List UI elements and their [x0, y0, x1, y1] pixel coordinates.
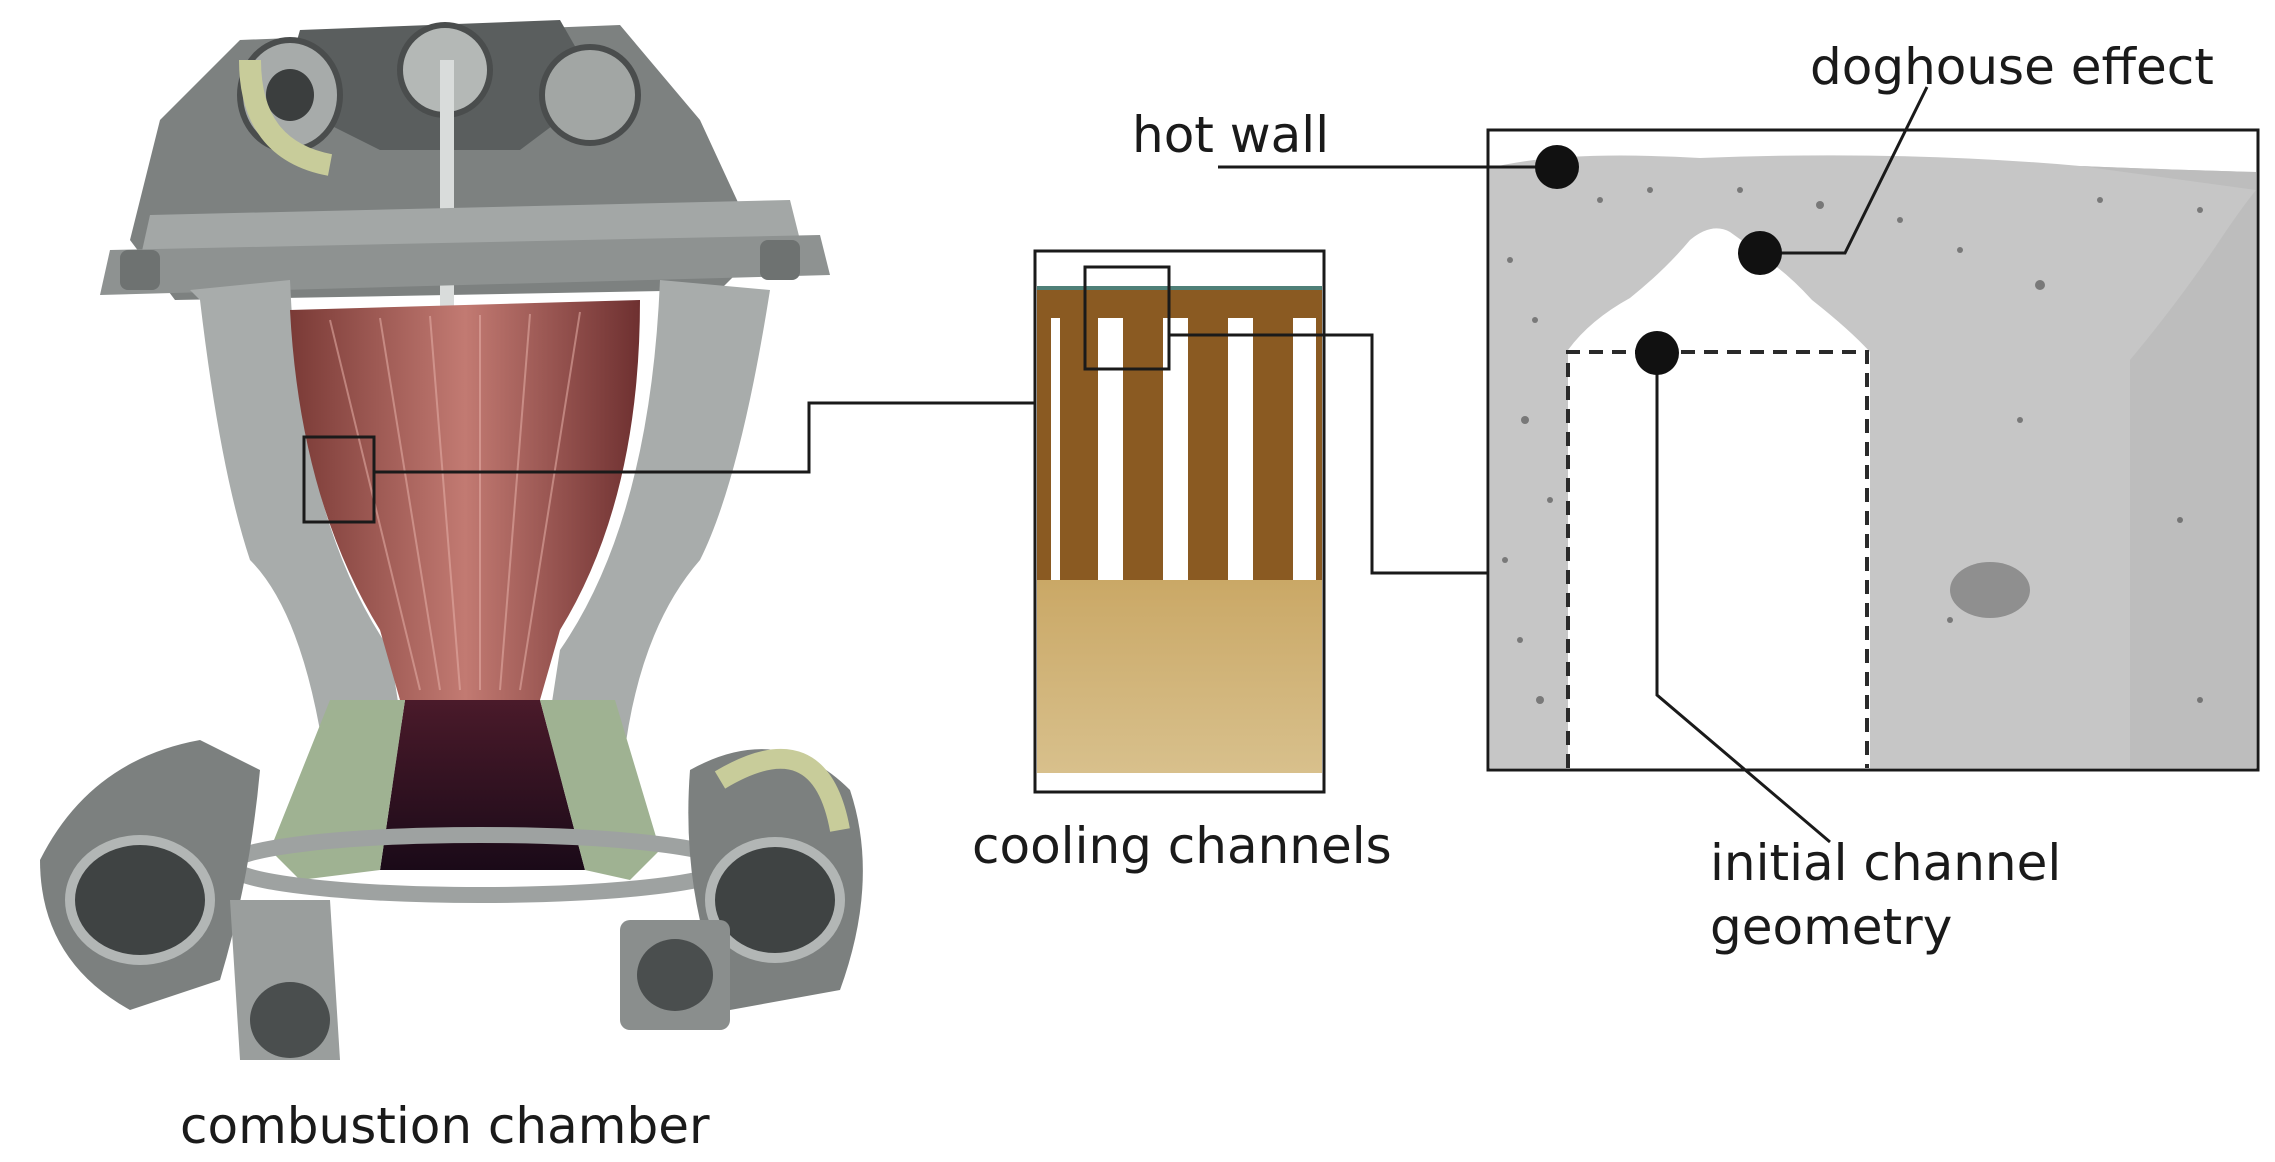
combustion-chamber-illustration [40, 20, 863, 1060]
label-cooling-channels: cooling channels [972, 817, 1392, 875]
cooling-channels-micrograph [1033, 249, 1326, 794]
chamber-zoom-box [302, 435, 376, 524]
connector-chamber-to-channels [374, 401, 1035, 474]
bottom-manifolds [40, 740, 863, 1060]
channel-cavities [1051, 320, 1316, 567]
hot-wall-marker [1535, 145, 1579, 189]
callout-hot-wall [1218, 145, 1579, 189]
copper-liner [290, 300, 640, 700]
callout-doghouse [1738, 86, 1929, 275]
initial-geometry-marker [1635, 331, 1679, 375]
label-hot-wall: hot wall [1132, 106, 1330, 164]
detail-micrograph [1486, 128, 2260, 772]
label-initial-channel-line1: initial channel [1710, 834, 2062, 892]
nozzle-interior [380, 700, 585, 870]
channel-zoom-box [1083, 265, 1171, 371]
doghouse-marker [1738, 231, 1782, 275]
label-combustion-chamber: combustion chamber [180, 1097, 710, 1155]
injector-head [100, 20, 830, 310]
connector-channels-to-detail [1169, 333, 1490, 575]
label-doghouse-effect: doghouse effect [1810, 38, 2214, 96]
callout-initial-geometry [1635, 331, 1831, 844]
inclusion-spot [1950, 562, 2030, 618]
chamber-outer-wall [190, 280, 410, 800]
micrograph-hot-wall-strip [1037, 288, 1322, 318]
label-initial-channel-line2: geometry [1710, 898, 1953, 956]
channel-ribs [1037, 318, 1322, 580]
initial-channel-outline [1566, 350, 1869, 768]
micrograph-base [1037, 580, 1322, 773]
